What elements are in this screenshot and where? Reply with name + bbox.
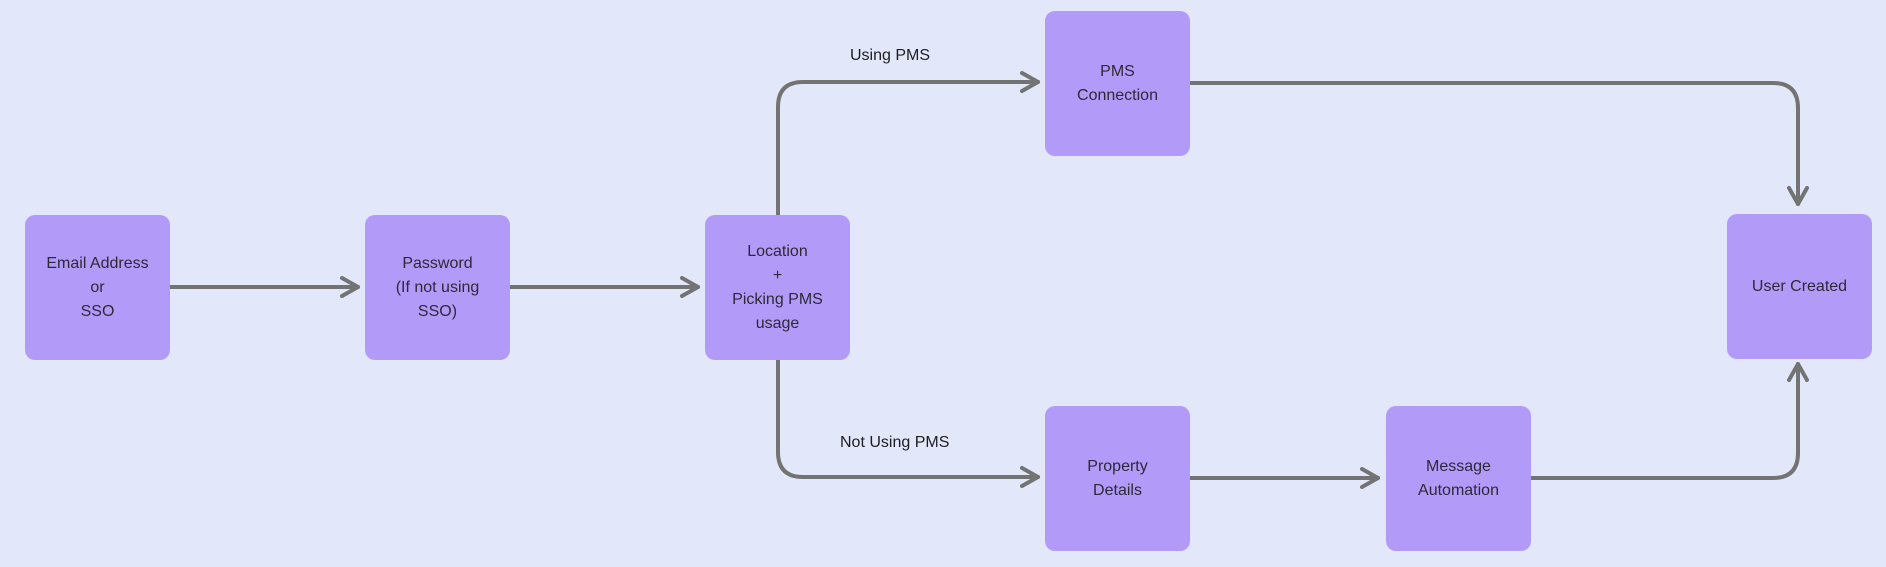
node-user-created[interactable]: User Created [1727,214,1872,359]
edge-message-automation-to-user-created[interactable] [1529,362,1809,480]
node-pms-connection[interactable]: PMS Connection [1045,11,1190,156]
node-label: Property Details [1087,457,1148,499]
node-label: Location + Picking PMS usage [732,242,823,332]
node-message-automation[interactable]: Message Automation [1386,406,1531,551]
node-email-address-or-sso[interactable]: Email Address or SSO [25,215,170,360]
node-label: Message Automation [1418,457,1499,499]
node-label: PMS Connection [1077,62,1158,104]
edge-label-not-using-pms: Not Using PMS [840,434,950,451]
edge-location-to-property-details[interactable] [776,358,1040,488]
edge-pms-connection-to-user-created[interactable] [1188,81,1809,206]
node-location-picking-pms-usage[interactable]: Location + Picking PMS usage [705,215,850,360]
node-property-details[interactable]: Property Details [1045,406,1190,551]
node-password[interactable]: Password (If not using SSO) [365,215,510,360]
edge-location-to-pms-connection[interactable] [776,71,1040,217]
node-label: Email Address or SSO [46,254,149,320]
edge-label-using-pms: Using PMS [850,47,931,64]
node-label: Password (If not using SSO) [395,254,480,320]
node-label: User Created [1751,277,1848,295]
